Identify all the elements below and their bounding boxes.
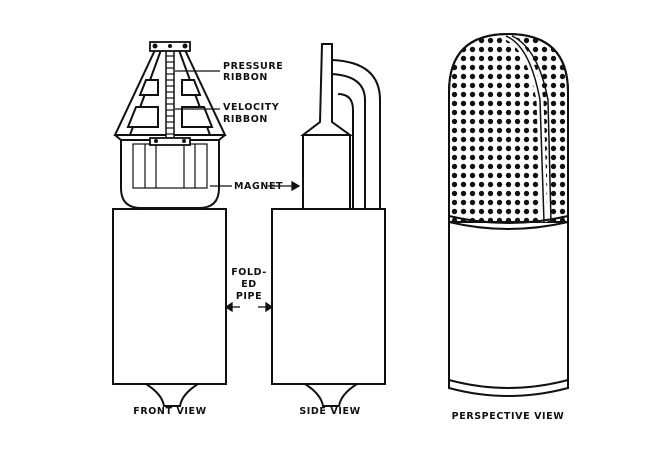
side-pipe-inner xyxy=(331,73,366,209)
velocity-ribbon-label-2: RIBBON xyxy=(223,114,268,125)
front-view-caption: FRONT VIEW xyxy=(133,406,206,417)
side-view-drawing xyxy=(271,43,386,407)
side-body xyxy=(271,208,386,385)
perspective-view-drawing xyxy=(448,32,569,397)
side-view-caption: SIDE VIEW xyxy=(299,406,360,417)
side-magnet xyxy=(302,134,351,210)
front-view-drawing xyxy=(112,41,227,407)
magnet-label: MAGNET xyxy=(234,181,283,192)
pressure-ribbon-label: PRESSURE xyxy=(223,61,283,72)
front-magnet xyxy=(120,139,220,209)
folded-pipe-label: FOLD- xyxy=(231,267,267,278)
velocity-ribbon-label: VELOCITY xyxy=(223,102,279,113)
perspective-view-caption: PERSPECTIVE VIEW xyxy=(452,411,565,422)
side-pipe-outer xyxy=(331,59,381,209)
front-base xyxy=(145,383,199,407)
perspective-body xyxy=(448,222,569,397)
leader-lines xyxy=(175,70,301,313)
folded-pipe-label-3: PIPE xyxy=(236,291,262,302)
pressure-ribbon-label-2: RIBBON xyxy=(223,72,268,83)
front-body xyxy=(112,208,227,385)
folded-pipe-label-2: ED xyxy=(241,279,257,290)
side-base xyxy=(304,383,358,407)
